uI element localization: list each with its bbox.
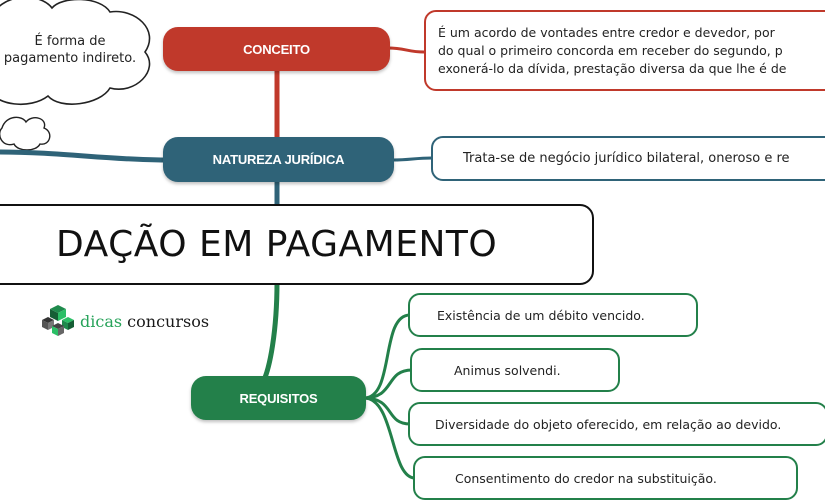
requisito-item-3-text: Diversidade do objeto oferecido, em rela… (435, 416, 782, 432)
requisito-item-4: Consentimento do credor na substituição. (413, 456, 798, 500)
cloud-shape (0, 0, 151, 105)
logo-text-dicas: dicas (80, 311, 123, 331)
requisitos-branch-1 (363, 313, 411, 400)
requisito-item-2-text: Animus solvendi. (454, 362, 561, 378)
requisitos-branch-4 (363, 396, 416, 480)
conceito-branch-line (387, 46, 425, 54)
cloud-note-line-2: pagamento indireto. (3, 51, 137, 66)
requisitos-trunk-line (259, 281, 280, 386)
conceito-text-line-3: exonerá-lo da dívida, prestação diversa … (438, 60, 787, 76)
natureza-label: NATUREZA JURÍDICA (212, 152, 345, 167)
natureza-branch-line (392, 156, 433, 162)
requisito-item-1: Existência de um débito vencido. (408, 293, 698, 337)
requisitos-branch-2 (363, 368, 413, 400)
logo-text-concursos: concursos (127, 311, 210, 331)
conceito-text-line-1: É um acordo de vontades entre credor e d… (438, 24, 775, 40)
cloud-note: É forma de pagamento indireto. (0, 33, 140, 67)
requisitos-node[interactable]: REQUISITOS (191, 376, 366, 420)
natureza-node[interactable]: NATUREZA JURÍDICA (163, 137, 394, 182)
cube-logo-icon (42, 305, 74, 336)
natureza-text-box: Trata-se de negócio jurídico bilateral, … (431, 136, 825, 181)
small-cloud-shape (0, 116, 51, 151)
natureza-left-line (0, 149, 166, 163)
requisito-item-2: Animus solvendi. (410, 348, 620, 392)
cloud-note-line-1: É forma de (34, 34, 106, 49)
logo-text: dicas concursos (80, 312, 209, 331)
main-title: DAÇÃO EM PAGAMENTO (0, 204, 594, 285)
conceito-text-box: É um acordo de vontades entre credor e d… (424, 10, 825, 91)
natureza-text: Trata-se de negócio jurídico bilateral, … (463, 151, 790, 166)
requisito-item-3: Diversidade do objeto oferecido, em rela… (408, 402, 825, 446)
requisito-item-4-text: Consentimento do credor na substituição. (455, 470, 717, 486)
dicas-concursos-logo: dicas concursos (40, 303, 209, 339)
conceito-text-line-2: do qual o primeiro concorda em receber d… (438, 42, 783, 58)
conceito-node[interactable]: CONCEITO (163, 27, 390, 71)
main-title-text: DAÇÃO EM PAGAMENTO (56, 224, 498, 265)
conceito-label: CONCEITO (243, 41, 310, 57)
requisitos-label: REQUISITOS (239, 390, 318, 406)
requisito-item-1-text: Existência de um débito vencido. (437, 307, 645, 323)
